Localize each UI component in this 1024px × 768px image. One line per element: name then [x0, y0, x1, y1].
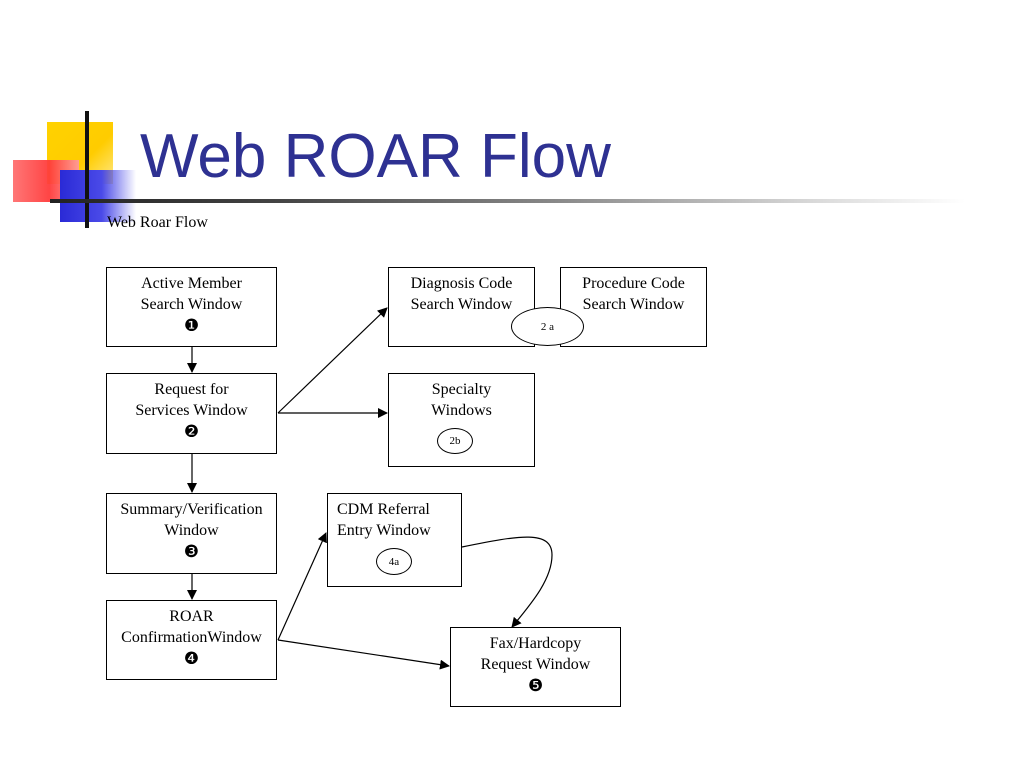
- box-label-line1: ROAR: [169, 608, 214, 625]
- box-label-line2: Search Window: [582, 295, 685, 313]
- box-label-line2: ConfirmationWindow: [121, 628, 262, 646]
- active-member-search-box: Active Member Search Window ❶: [106, 267, 277, 347]
- procedure-code-search-box: Procedure Code Search Window: [560, 267, 707, 347]
- vertical-rule-decoration: [85, 111, 89, 228]
- box-label-line1: Active Member: [141, 275, 242, 292]
- oval-label-4a: 4a: [388, 555, 400, 568]
- box-label-line2: Search Window: [140, 295, 243, 313]
- step-2b-oval: 2b: [437, 428, 473, 454]
- oval-label-2b: 2b: [449, 435, 461, 447]
- box-label-line1: Specialty: [431, 381, 492, 398]
- step-4a-oval: 4a: [376, 548, 412, 575]
- blue-square-decoration: [60, 170, 136, 222]
- step-number-1: ❶: [183, 316, 200, 336]
- arrow-2-to-diagnosis: [277, 307, 388, 414]
- diagram-caption: Web Roar Flow: [107, 214, 208, 231]
- horizontal-rule-decoration: [50, 199, 965, 203]
- arrow-4-to-fax: [277, 639, 450, 670]
- box-label-line1: Summary/Verification: [120, 501, 263, 518]
- slide-title: Web ROAR Flow: [140, 122, 611, 191]
- oval-label-2a: 2 a: [540, 320, 555, 333]
- request-for-services-box: Request for Services Window ❷: [106, 373, 277, 454]
- step-number-2: ❷: [183, 422, 200, 442]
- box-label-line1: Fax/Hardcopy: [489, 635, 582, 652]
- box-label-line2: Entry Window: [337, 521, 431, 539]
- step-number-4: ❹: [183, 649, 200, 669]
- diagnosis-code-search-box: Diagnosis Code Search Window: [388, 267, 535, 347]
- box-label-line1: CDM Referral: [337, 501, 430, 518]
- cdm-referral-entry-box: CDM Referral Entry Window: [327, 493, 462, 587]
- box-label-line2: Services Window: [135, 401, 248, 419]
- box-label-line1: Diagnosis Code: [410, 275, 513, 292]
- box-label-line2: Search Window: [410, 295, 513, 313]
- box-label-line2: Request Window: [480, 655, 591, 673]
- fax-hardcopy-request-box: Fax/Hardcopy Request Window ❺: [450, 627, 621, 707]
- box-label-line1: Procedure Code: [582, 275, 685, 292]
- summary-verification-box: Summary/Verification Window ❸: [106, 493, 277, 574]
- arrow-cdm-to-fax: [461, 536, 553, 628]
- box-label-line1: Request for: [154, 381, 229, 398]
- step-2a-oval: 2 a: [511, 307, 584, 346]
- box-label-line2: Windows: [431, 401, 492, 419]
- box-label-line2: Window: [164, 521, 219, 539]
- step-number-3: ❸: [183, 542, 200, 562]
- roar-confirmation-box: ROAR ConfirmationWindow ❹: [106, 600, 277, 680]
- arrow-4-to-cdm: [277, 532, 327, 641]
- step-number-5: ❺: [527, 676, 544, 696]
